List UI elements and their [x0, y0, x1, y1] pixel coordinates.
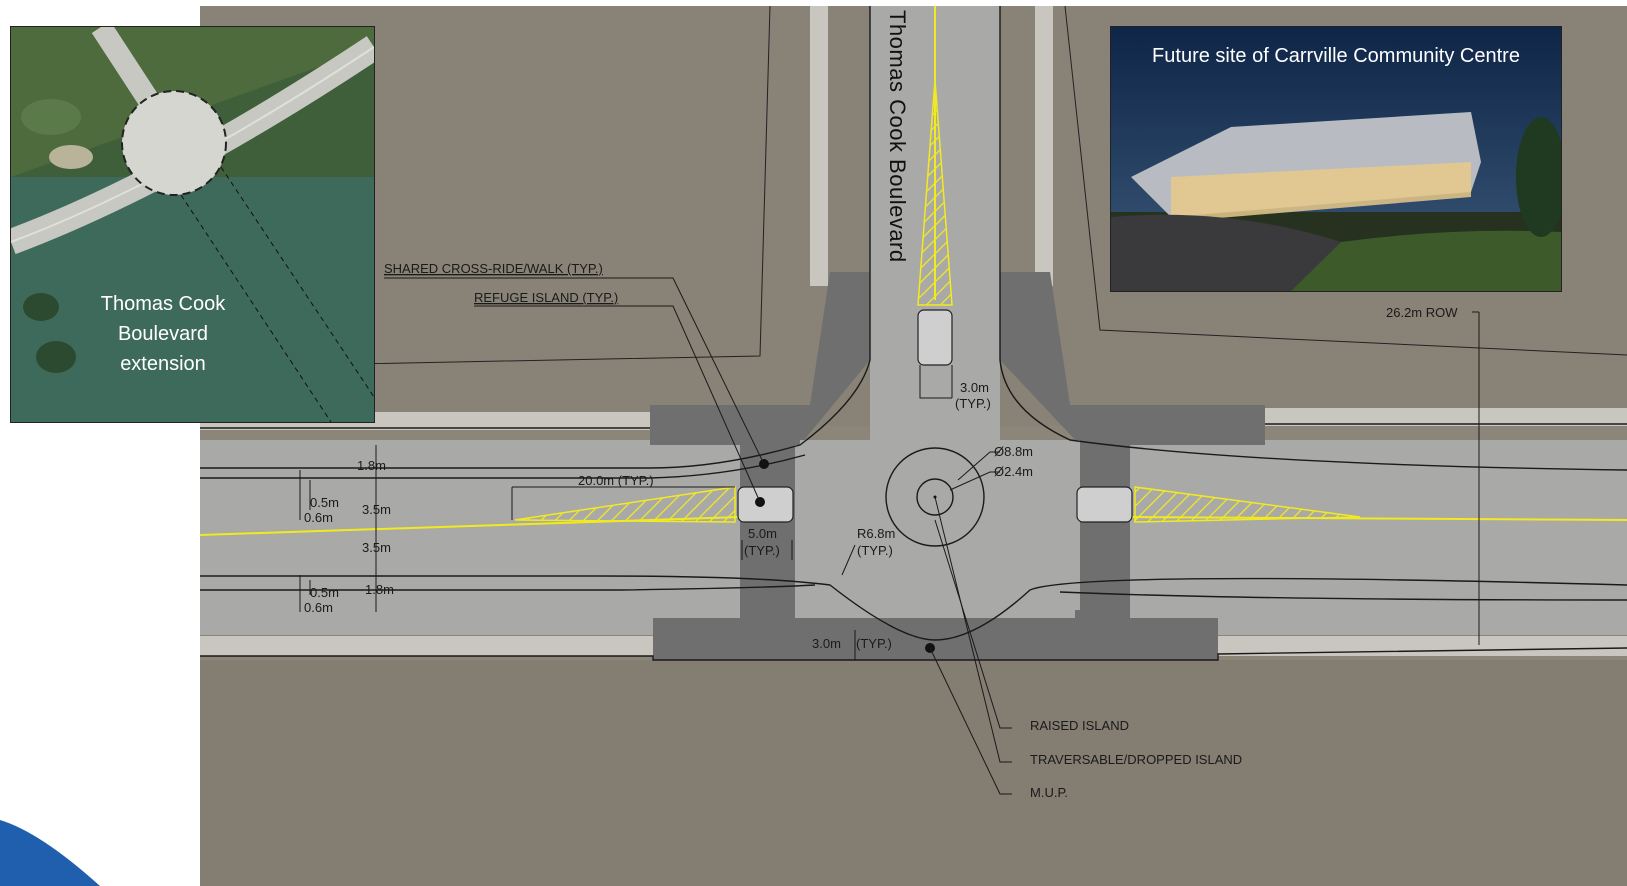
dim-35-b: 3.5m	[362, 540, 391, 555]
crossride-west	[740, 442, 795, 627]
community-centre-rendering: Future site of Carrville Community Centr…	[1110, 26, 1562, 292]
refuge-island-east	[1076, 486, 1133, 523]
sidewalk	[1218, 636, 1627, 656]
sidewalk	[810, 6, 828, 286]
aerial-caption: Thomas Cook Boulevard extension	[100, 293, 226, 375]
sidewalk	[1035, 6, 1053, 286]
property-line	[1064, 5, 1627, 356]
mup-north-east	[1000, 272, 1265, 445]
dim-radius-typ: (TYP.)	[857, 543, 893, 558]
dim-refuge-w: 5.0m	[748, 526, 777, 541]
dim-18-bot: 1.8m	[365, 582, 394, 597]
refuge-island-west	[737, 486, 794, 523]
sidewalk	[200, 636, 655, 656]
dim-18-top: 1.8m	[357, 458, 386, 473]
dim-05-bot: 0.5m	[310, 585, 339, 600]
callout-shared-crossride: SHARED CROSS-RIDE/WALK (TYP.)	[384, 261, 603, 276]
road-name-label: Thomas Cook Boulevard	[885, 10, 910, 263]
hatch-taper-west	[514, 486, 736, 523]
dim-dia-outer: Ø8.8m	[994, 444, 1033, 459]
callout-mup: M.U.P.	[1030, 785, 1068, 800]
crossride-east	[1075, 442, 1130, 627]
dim-35-a: 3.5m	[362, 502, 391, 517]
sidewalk	[1265, 408, 1627, 426]
refuge-island-north	[917, 309, 953, 366]
dim-radius: R6.8m	[857, 526, 895, 541]
mup-north-west	[650, 272, 870, 445]
hatch-taper-east	[1134, 486, 1361, 523]
dim-mup-w: 3.0m	[812, 636, 841, 651]
aerial-photo-inset: Thomas Cook Boulevard extension	[10, 26, 375, 423]
corner-accent	[0, 820, 100, 886]
dim-taper: 20.0m (TYP.)	[578, 473, 654, 488]
dim-dia-inner: Ø2.4m	[994, 464, 1033, 479]
callout-traversable-island: TRAVERSABLE/DROPPED ISLAND	[1030, 752, 1242, 767]
aerial-photo	[11, 27, 374, 422]
dim-north-typ: (TYP.)	[955, 396, 991, 411]
callout-raised-island: RAISED ISLAND	[1030, 718, 1129, 733]
dim-06-bot: 0.6m	[304, 600, 333, 615]
rendering-image	[1111, 27, 1561, 291]
hatch-taper-north	[917, 79, 953, 306]
mup-south	[653, 618, 1218, 660]
dim-north-w: 3.0m	[960, 380, 989, 395]
callout-refuge-island: REFUGE ISLAND (TYP.)	[474, 290, 618, 305]
rendering-caption: Future site of Carrville Community Centr…	[1152, 45, 1520, 67]
callout-row: 26.2m ROW	[1386, 305, 1458, 320]
dim-05-top: 0.5m	[310, 495, 339, 510]
dim-refuge-typ: (TYP.)	[744, 543, 780, 558]
dim-mup-typ: (TYP.)	[856, 636, 892, 651]
dim-06-top: 0.6m	[304, 510, 333, 525]
property-line	[199, 5, 771, 368]
